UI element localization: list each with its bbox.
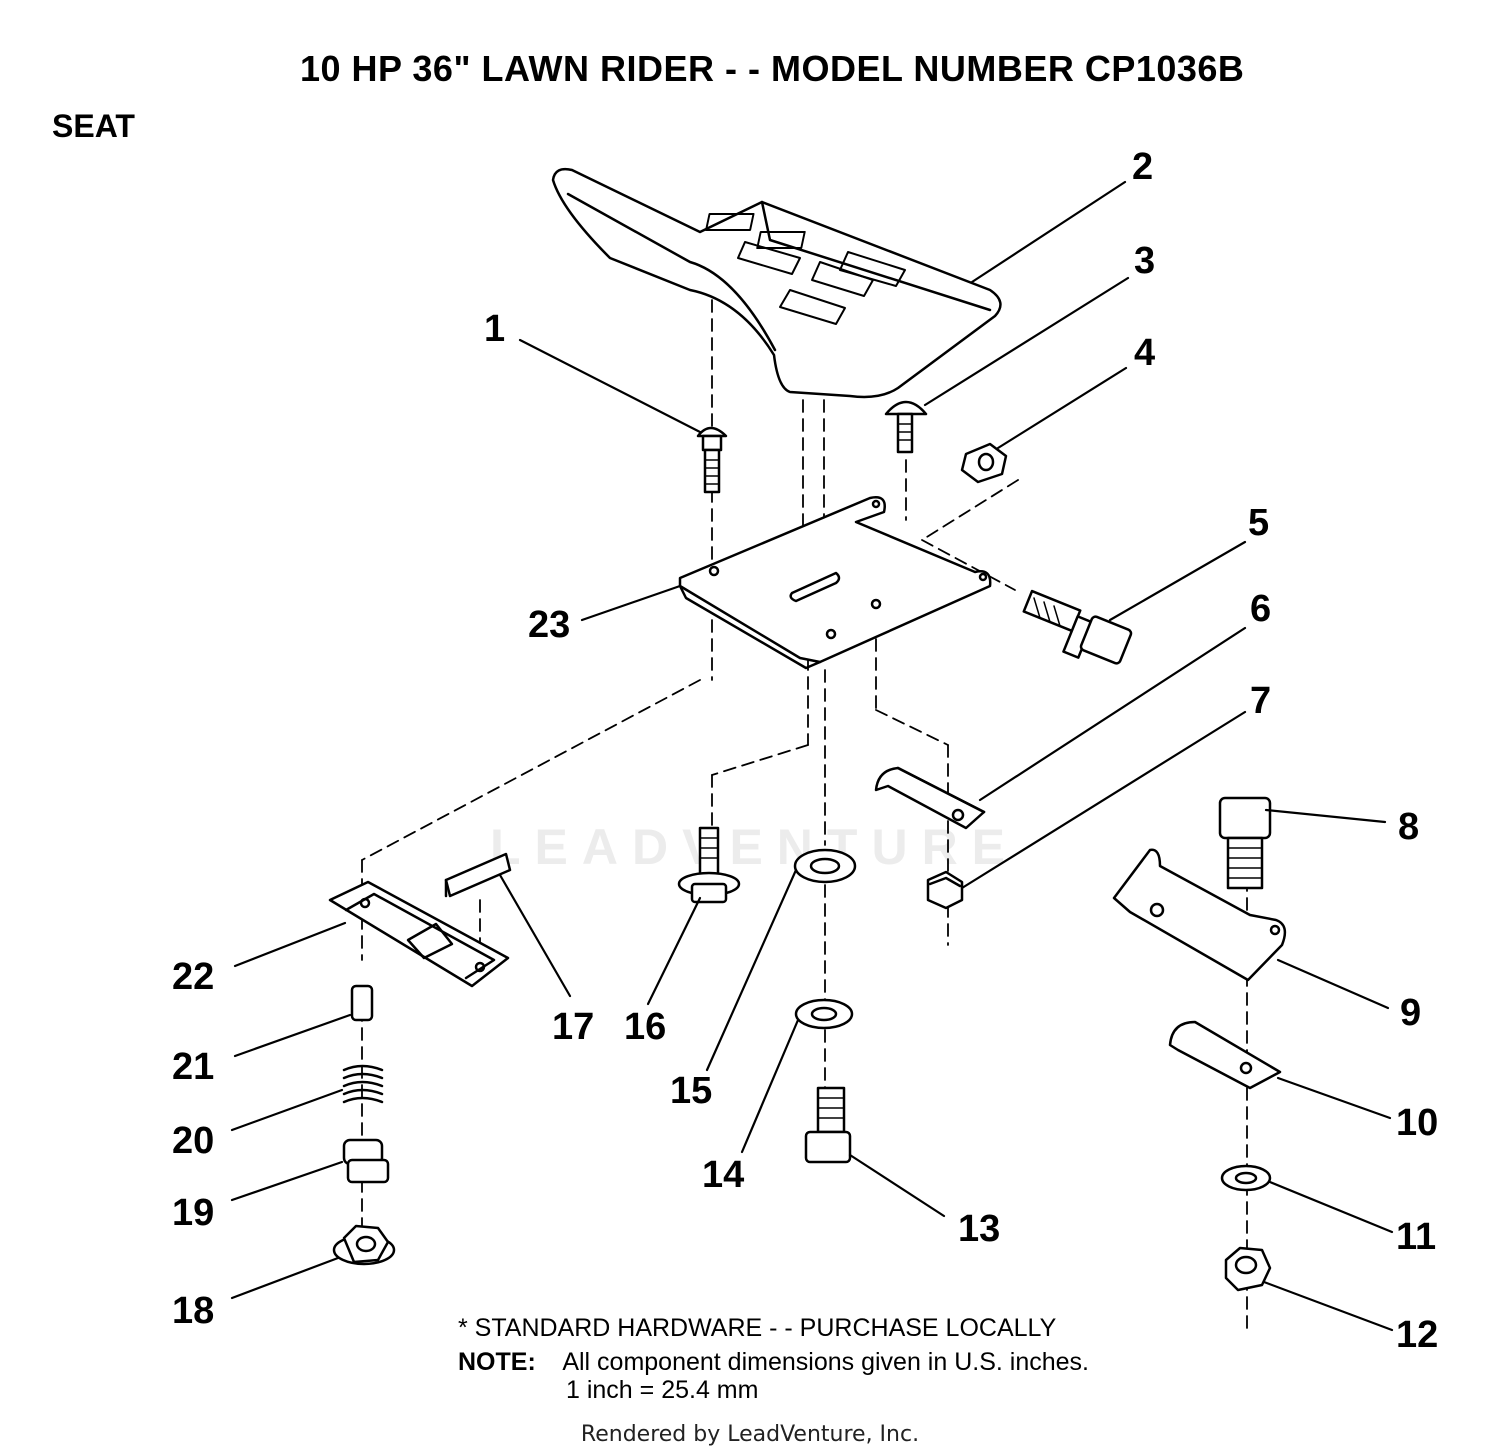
diagram-title: 10 HP 36" LAWN RIDER - - MODEL NUMBER CP…: [300, 48, 1245, 89]
note-label: NOTE:: [458, 1348, 536, 1376]
hex-nut: [960, 442, 1008, 484]
callout-15: 15: [670, 1070, 713, 1112]
seat-pan: [551, 167, 1002, 399]
spacer-clip: [1168, 1020, 1282, 1090]
flange-nut: [332, 1224, 396, 1266]
knob: [342, 1138, 390, 1184]
standard-hardware-note: * STANDARD HARDWARE - - PURCHASE LOCALLY: [458, 1314, 1057, 1342]
callout-11: 11: [1396, 1216, 1437, 1258]
lock-nut: [926, 870, 964, 910]
callout-10: 10: [1396, 1102, 1439, 1144]
callout-1: 1: [484, 308, 506, 350]
dimension-note: NOTE: All component dimensions given in …: [458, 1348, 1089, 1377]
callout-7: 7: [1250, 680, 1272, 722]
hex-bolt-lower: [804, 1086, 852, 1164]
leader-lines: [230, 180, 1394, 1332]
carriage-bolt: [696, 426, 728, 494]
assembly-lines: [361, 299, 1248, 1331]
hex-bolt-shoulder: [1022, 589, 1133, 665]
callout-20: 20: [172, 1120, 215, 1162]
callout-17: 17: [552, 1006, 595, 1048]
lock-washer: [794, 998, 854, 1030]
callout-8: 8: [1398, 806, 1420, 848]
callout-22: 22: [172, 956, 215, 998]
callout-18: 18: [172, 1290, 215, 1332]
callout-21: 21: [172, 1046, 215, 1088]
seat-clip: [874, 766, 986, 830]
callout-19: 19: [172, 1192, 215, 1234]
section-label: SEAT: [52, 108, 135, 144]
callout-14: 14: [702, 1154, 745, 1196]
flat-washer-small: [1220, 1164, 1272, 1192]
conversion-note: 1 inch = 25.4 mm: [566, 1376, 759, 1404]
flat-washer: [793, 848, 857, 884]
hex-nut-bottom: [1224, 1246, 1272, 1292]
key: [444, 852, 512, 898]
callout-4: 4: [1134, 332, 1156, 374]
hex-bolt: [1218, 796, 1272, 890]
callout-16: 16: [624, 1006, 667, 1048]
callout-13: 13: [958, 1208, 1001, 1250]
pin: [350, 984, 374, 1022]
callout-2: 2: [1132, 146, 1154, 188]
seat-stop-bracket: [1112, 848, 1287, 982]
note-text: All component dimensions given in U.S. i…: [562, 1348, 1089, 1376]
footer-credit: Rendered by LeadVenture, Inc.: [580, 1422, 920, 1447]
seat-bracket: [678, 496, 992, 670]
callout-5: 5: [1248, 502, 1270, 544]
watermark: LEADVENTURE: [490, 819, 1020, 875]
callout-6: 6: [1250, 588, 1272, 630]
shoulder-bolt: [677, 826, 741, 904]
latch-plate: [328, 880, 510, 988]
spring: [342, 1064, 384, 1104]
callout-3: 3: [1134, 240, 1156, 282]
callout-23: 23: [528, 604, 571, 646]
truss-screw: [884, 400, 928, 454]
callout-9: 9: [1400, 992, 1422, 1034]
callout-12: 12: [1396, 1314, 1439, 1356]
